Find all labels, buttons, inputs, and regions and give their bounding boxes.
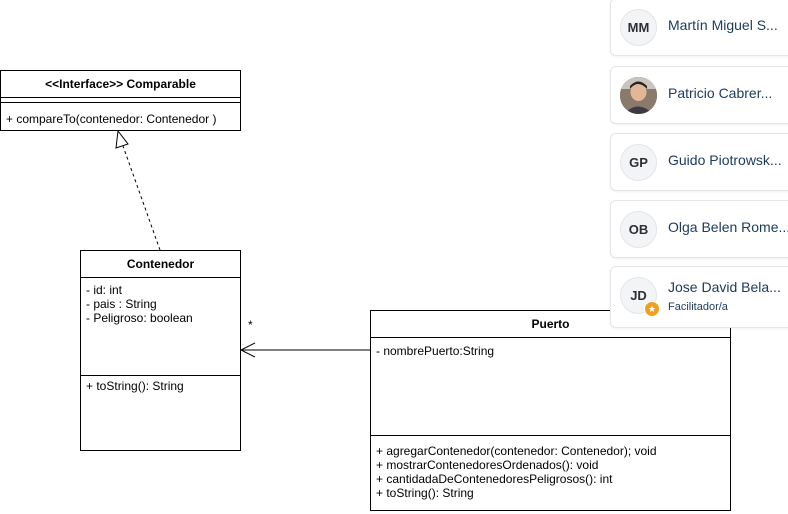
puerto-title: Puerto — [371, 311, 730, 338]
medal-icon: ★ — [644, 301, 660, 317]
puerto-class-box[interactable]: Puerto - nombrePuerto:String + agregarCo… — [370, 310, 731, 511]
realization-line — [122, 145, 161, 251]
operation: + agregarContenedor(contenedor: Contened… — [376, 444, 657, 458]
participant-card[interactable]: GP Guido Piotrowsk... — [610, 133, 788, 191]
operation: + compareTo(contenedor: Contenedor ) — [6, 112, 217, 126]
participant-name: Martín Miguel S... — [668, 17, 778, 33]
participant-card[interactable]: MM Martín Miguel S... — [610, 0, 788, 56]
operation: + toString(): String — [86, 379, 184, 393]
avatar: MM — [620, 9, 657, 46]
participant-name: Jose David Bela... — [668, 279, 781, 295]
association-arrowhead — [239, 342, 256, 358]
avatar: OB — [620, 211, 657, 248]
comparable-operations: + compareTo(contenedor: Contenedor ) — [1, 103, 240, 129]
contenedor-title: Contenedor — [81, 251, 240, 278]
participant-name: Guido Piotrowsk... — [668, 152, 782, 168]
participant-card[interactable]: OB Olga Belen Rome... — [610, 200, 788, 258]
comparable-attributes — [1, 98, 240, 103]
participant-name: Patricio Cabrer... — [668, 85, 773, 101]
user-photo-icon — [620, 77, 657, 114]
participant-name: Olga Belen Rome... — [668, 219, 788, 235]
attribute: - Peligroso: boolean — [86, 311, 193, 325]
attribute: - id: int — [86, 283, 123, 297]
multiplicity-label: * — [248, 318, 253, 332]
puerto-operations: + agregarContenedor(contenedor: Contened… — [371, 436, 730, 503]
puerto-attributes: - nombrePuerto:String — [371, 338, 730, 436]
participant-card[interactable]: Patricio Cabrer... — [610, 66, 788, 124]
operation: + toString(): String — [376, 486, 474, 500]
attribute: - pais : String — [86, 297, 157, 311]
contenedor-operations: + toString(): String — [81, 376, 240, 396]
comparable-title: <<Interface>> Comparable — [1, 71, 240, 98]
participant-card[interactable]: JD ★ Jose David Bela... Facilitador/a — [610, 266, 788, 328]
operation: + mostrarContenedoresOrdenados(): void — [376, 458, 599, 472]
contenedor-class-box[interactable]: Contenedor - id: int - pais : String - P… — [80, 250, 241, 451]
contenedor-attributes: - id: int - pais : String - Peligroso: b… — [81, 278, 240, 376]
participant-role: Facilitador/a — [668, 301, 728, 313]
avatar — [620, 77, 657, 114]
avatar: GP — [620, 144, 657, 181]
attribute: - nombrePuerto:String — [376, 344, 495, 358]
comparable-interface-box[interactable]: <<Interface>> Comparable + compareTo(con… — [0, 70, 241, 131]
operation: + cantidadaDeContenedoresPeligrosos(): i… — [376, 472, 613, 486]
realization-arrowhead — [115, 129, 129, 149]
